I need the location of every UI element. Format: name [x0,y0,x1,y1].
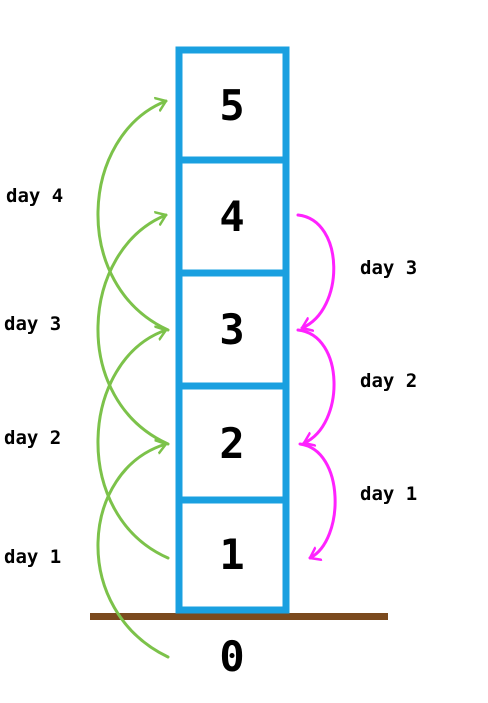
up-arrow-day-1 [96,444,170,659]
down-arrow-day-2 [296,328,336,443]
level-number-5: 5 [219,81,244,130]
up-label-day-4: day 4 [6,185,63,207]
up-label-day-3: day 3 [4,313,61,335]
down-arrow-day-3 [296,213,336,328]
level-box-1-frame [175,496,290,614]
down-arrow-day-1 [298,442,337,558]
up-arrow-day-3 [96,215,170,446]
level-stack: 5 4 3 2 1 [175,46,290,614]
level-box-1: 1 [175,496,290,614]
level-number-4: 4 [219,192,244,241]
up-label-day-1: day 1 [4,546,61,568]
level-box-2: 2 [175,382,290,504]
level-box-5: 5 [175,46,290,164]
up-label-day-2: day 2 [4,427,61,449]
level-box-3: 3 [175,269,290,390]
up-arrow-day-2 [96,330,170,560]
ground-line [90,613,388,620]
down-label-day-2: day 2 [360,370,417,392]
up-arrow-day-4 [96,101,170,332]
level-number-1: 1 [219,530,244,579]
level-box-2-frame [175,382,290,504]
ground-label: 0 [219,632,244,681]
down-label-day-1: day 1 [360,483,417,505]
up-moves [96,101,170,659]
down-moves [296,213,337,558]
down-label-day-3: day 3 [360,257,417,279]
level-box-4: 4 [175,156,290,277]
level-number-2: 2 [219,419,244,468]
level-number-3: 3 [219,305,244,354]
